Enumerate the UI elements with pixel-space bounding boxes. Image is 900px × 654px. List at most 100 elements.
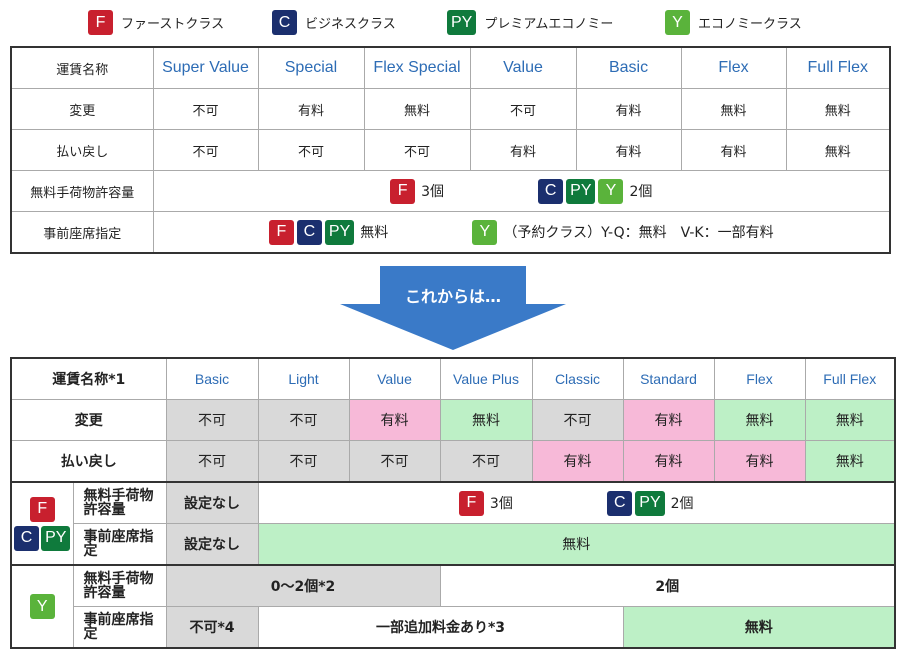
table-cell: 不可 [152, 88, 259, 130]
legend-business: C ビジネスクラス [272, 10, 396, 35]
y-class-cell: Y [10, 564, 74, 649]
business-class-badge: C [272, 10, 297, 35]
fare-super-value: Super Value [152, 46, 259, 89]
table-cell: 有料 [531, 440, 624, 483]
y-baggage-b: 2個 [439, 564, 896, 607]
fare-name-header: 運賃名称*1 [10, 357, 167, 400]
seat-y-value: （予約クラス）Y-Q：無料 V-K：一部有料 [503, 225, 774, 241]
new-fare-table: 運賃名称*1 Basic Light Value Value Plus Clas… [10, 357, 896, 649]
table-row: 運賃名称 Super Value Special Flex Special Va… [10, 46, 891, 89]
table-cell: 不可 [363, 129, 471, 171]
fcpy-baggage-cpy-group: C PY 2個 [607, 490, 694, 516]
baggage-label: 無料手荷物許容量 [10, 170, 154, 212]
business-class-badge: C [538, 178, 564, 204]
baggage-cpyy-group: C PY Y 2個 [538, 178, 653, 204]
fcpy-seat-label: 事前座席指定 [72, 523, 167, 566]
table-row: 変更 不可 不可 有料 無料 不可 有料 無料 無料 [10, 399, 896, 441]
baggage-cell: F 3個 C PY Y 2個 [152, 170, 891, 212]
premium-economy-badge: PY [324, 219, 355, 245]
table-cell: 有料 [680, 129, 787, 171]
fcpy-baggage-label: 無料手荷物 許容量 [72, 481, 167, 524]
seat-fcpy-group: F C PY 無料 [268, 219, 389, 245]
fare-value-plus: Value Plus [439, 357, 533, 400]
baggage-f-value: 3個 [421, 184, 444, 200]
economy-class-badge: Y [29, 594, 55, 619]
y-seat-basic: 不可*4 [165, 606, 259, 649]
y-baggage-label: 無料手荷物 許容量 [72, 564, 167, 607]
legend-premium-economy-label: プレミアムエコノミー [484, 17, 614, 32]
table-cell: 不可 [165, 399, 259, 441]
legend-first: F ファーストクラス [88, 10, 224, 35]
fcpy-class-cell: F C PY [10, 481, 74, 566]
y-seat-label: 事前座席指定 [72, 606, 167, 649]
refund-label: 払い戻し [10, 129, 154, 171]
table-cell: 不可 [531, 399, 624, 441]
first-class-badge: F [390, 178, 416, 204]
premium-economy-badge: PY [566, 178, 596, 204]
fcpy-baggage-cpy-value: 2個 [670, 496, 694, 512]
fare-basic: Basic [165, 357, 259, 400]
first-class-badge: F [88, 10, 113, 35]
table-row: 事前座席指定 F C PY 無料 Y （予約クラス）Y-Q：無料 V-K：一部有… [10, 211, 891, 254]
table-cell: 無料 [439, 399, 533, 441]
table-cell: 有料 [622, 440, 715, 483]
table-row: 払い戻し 不可 不可 不可 有料 有料 有料 無料 [10, 129, 891, 171]
seat-label: 事前座席指定 [10, 211, 154, 254]
change-label: 変更 [10, 88, 154, 130]
y-seat-mid: 一部追加料金あり*3 [257, 606, 624, 649]
fare-flex: Flex [713, 357, 806, 400]
seat-cell: F C PY 無料 Y （予約クラス）Y-Q：無料 V-K：一部有料 [152, 211, 891, 254]
business-class-badge: C [607, 490, 633, 516]
economy-class-badge: Y [472, 219, 498, 245]
table-cell: 無料 [785, 129, 891, 171]
fare-value: Value [469, 46, 577, 89]
fare-full-flex: Full Flex [804, 357, 896, 400]
table-cell: 無料 [785, 88, 891, 130]
table-row: 事前座席指定 不可*4 一部追加料金あり*3 無料 [11, 606, 896, 649]
table-cell: 有料 [622, 399, 715, 441]
fare-full-flex: Full Flex [785, 46, 891, 89]
first-class-badge: F [29, 496, 55, 522]
table-row: 事前座席指定 設定なし 無料 [11, 523, 896, 566]
seat-y-group: Y （予約クラス）Y-Q：無料 V-K：一部有料 [472, 219, 774, 245]
current-fare-table: 運賃名称 Super Value Special Flex Special Va… [10, 46, 891, 254]
fare-name-header: 運賃名称 [10, 46, 154, 89]
table-row: 払い戻し 不可 不可 不可 不可 有料 有料 有料 無料 [10, 440, 896, 483]
table-cell: 有料 [257, 88, 365, 130]
table-row: F C PY 無料手荷物 許容量 設定なし F 3個 C PY 2個 [10, 481, 896, 566]
table-cell: 無料 [680, 88, 787, 130]
legend-premium-economy: PY プレミアムエコノミー [447, 10, 613, 35]
first-class-badge: F [458, 490, 484, 516]
table-cell: 不可 [257, 399, 350, 441]
legend-business-label: ビジネスクラス [305, 17, 396, 32]
table-cell: 不可 [152, 129, 259, 171]
y-seat-rest: 無料 [622, 606, 896, 649]
table-cell: 無料 [713, 399, 806, 441]
fcpy-baggage-f-group: F 3個 [458, 490, 513, 516]
fare-classic: Classic [531, 357, 624, 400]
down-arrow-icon: これからは… [340, 266, 566, 350]
premium-economy-badge: PY [41, 525, 71, 551]
arrow-label: これからは… [405, 287, 501, 306]
table-cell: 有料 [575, 129, 682, 171]
table-cell: 無料 [804, 399, 896, 441]
table-cell: 不可 [348, 440, 441, 483]
seat-fcpy-value: 無料 [360, 225, 389, 241]
table-cell: 有料 [713, 440, 806, 483]
baggage-cpyy-value: 2個 [629, 184, 653, 200]
y-baggage-a: 0～2個*2 [165, 564, 441, 607]
table-row: 変更 不可 有料 無料 不可 有料 無料 無料 [10, 88, 891, 130]
business-class-badge: C [296, 219, 322, 245]
fcpy-baggage-basic: 設定なし [165, 481, 259, 524]
fare-flex-special: Flex Special [363, 46, 471, 89]
fare-basic: Basic [575, 46, 682, 89]
baggage-f-group: F 3個 [390, 178, 444, 204]
table-cell: 有料 [575, 88, 682, 130]
premium-economy-badge: PY [635, 490, 665, 516]
fare-special: Special [257, 46, 365, 89]
table-cell: 有料 [348, 399, 441, 441]
table-cell: 不可 [257, 440, 350, 483]
change-label: 変更 [10, 399, 167, 441]
table-row: 運賃名称*1 Basic Light Value Value Plus Clas… [10, 357, 896, 400]
table-cell: 無料 [804, 440, 896, 483]
